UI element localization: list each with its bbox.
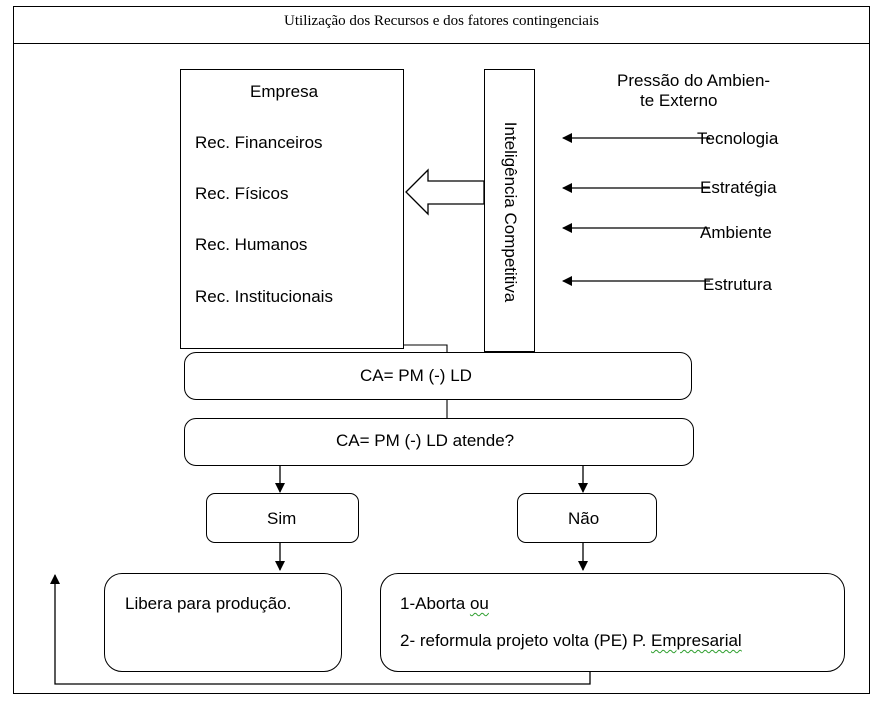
empresa-heading: Empresa — [250, 82, 319, 101]
pressao-heading-2: te Externo — [640, 91, 718, 110]
pressao-heading-1: Pressão do Ambien- — [617, 71, 771, 90]
diagram-title: Utilização dos Recursos e dos fatores co… — [13, 6, 870, 44]
inteligencia-label: Inteligência Competitiva — [501, 121, 520, 303]
empresa-box — [180, 69, 404, 349]
nao-label: Não — [568, 509, 600, 528]
reformula-line-2: 2- reformula projeto volta (PE) P. Empre… — [400, 631, 742, 651]
feedback-loop — [50, 574, 591, 685]
libera-label: Libera para produção. — [125, 594, 292, 613]
inteligencia-box — [484, 69, 535, 352]
reformula-line-2-text: 2- reformula projeto volta (PE) P. — [400, 631, 652, 650]
empresa-item: Rec. Humanos — [195, 235, 308, 254]
empresa-item: Rec. Financeiros — [195, 133, 323, 152]
reformula-line-1: 1-Aborta ou — [400, 594, 489, 614]
formula-box — [184, 352, 692, 400]
pressao-item: Estratégia — [700, 178, 777, 197]
sim-box — [206, 493, 359, 543]
block-arrow-icon — [405, 168, 485, 216]
empresa-item: Rec. Físicos — [195, 184, 289, 203]
nao-box — [517, 493, 657, 543]
question-label: CA= PM (-) LD atende? — [336, 431, 515, 450]
libera-box — [104, 573, 342, 672]
pressao-item: Estrutura — [703, 275, 772, 294]
sim-label: Sim — [267, 509, 297, 528]
pressao-item: Tecnologia — [697, 129, 779, 148]
diagram-frame — [13, 6, 870, 694]
reformula-box — [380, 573, 845, 672]
spellcheck-word: ou — [469, 594, 489, 613]
formula-label: CA= PM (-) LD — [360, 366, 472, 385]
spellcheck-word: Empresarial — [651, 631, 742, 650]
pressao-item: Ambiente — [700, 223, 772, 242]
question-box — [184, 418, 694, 466]
reformula-line-1-text: 1-Aborta — [400, 594, 470, 613]
empresa-item: Rec. Institucionais — [195, 287, 333, 306]
